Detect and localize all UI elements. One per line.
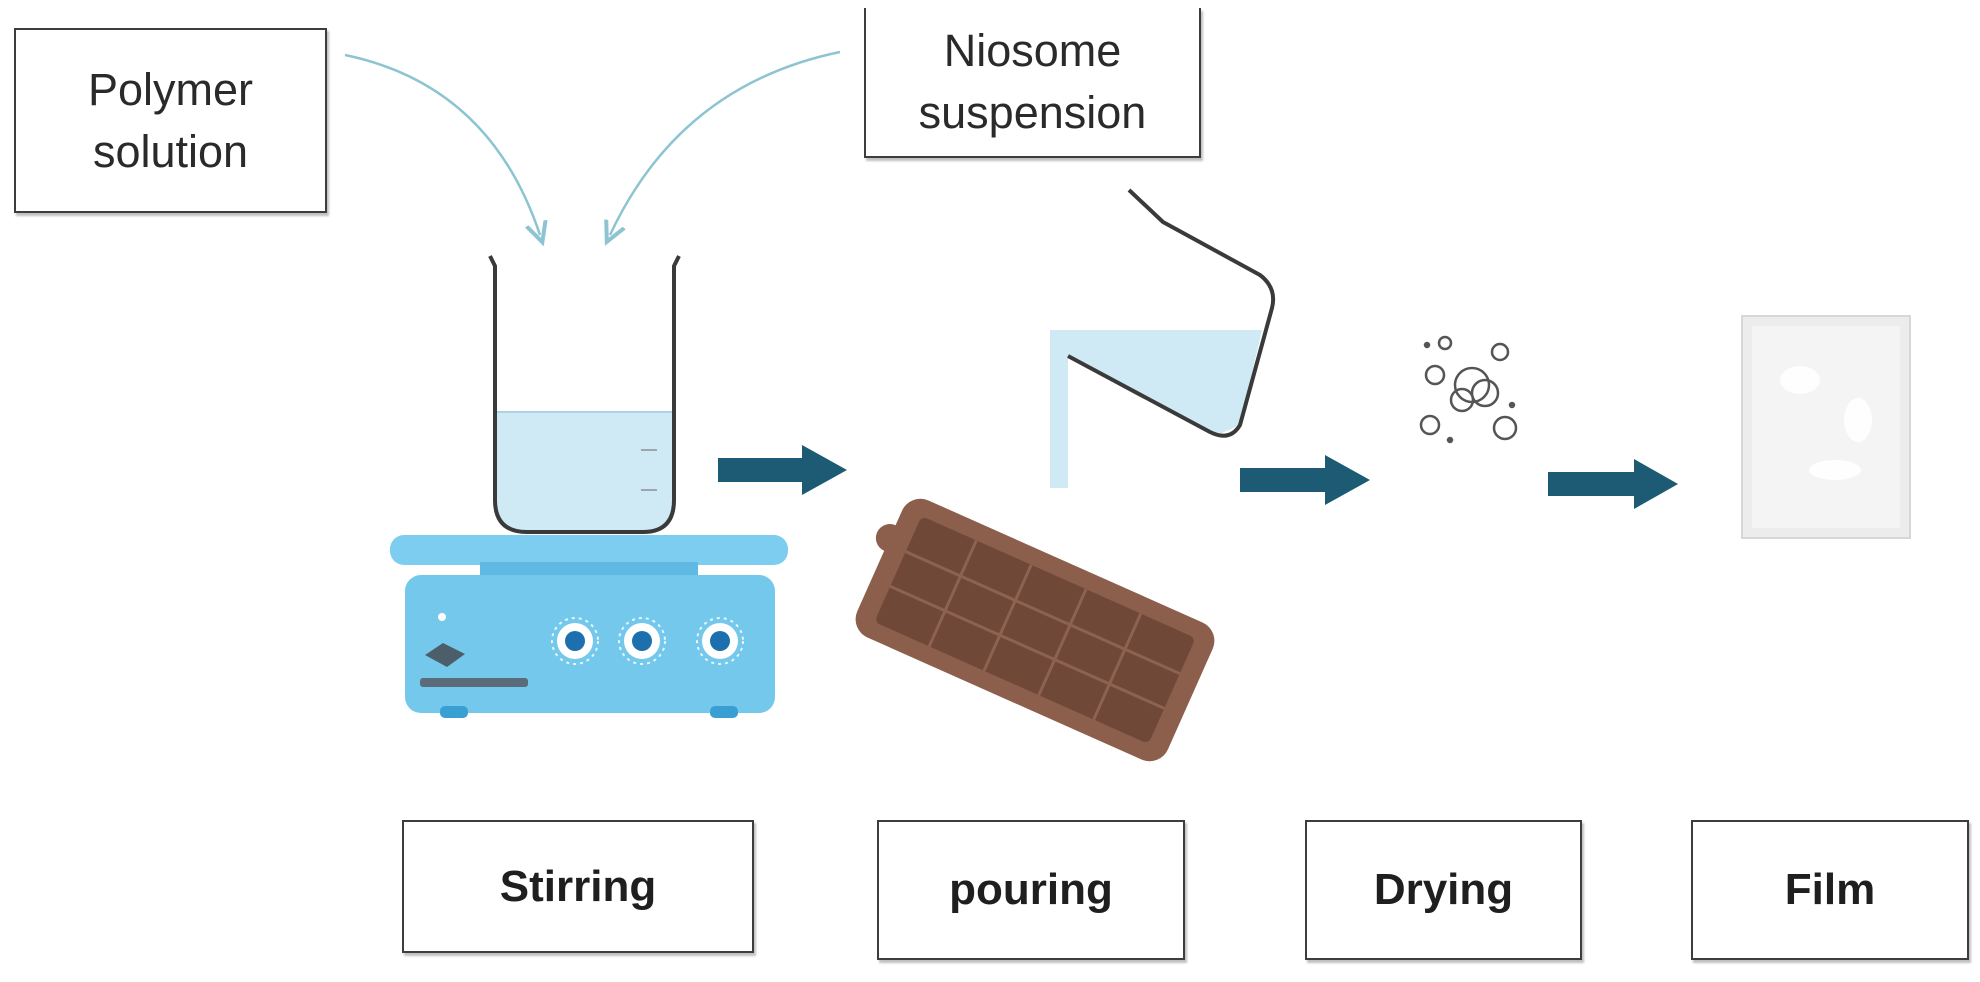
silicone-mold-icon (855, 498, 1215, 762)
niosome-flow-arrow (610, 50, 841, 235)
magnetic-stirrer-icon (390, 535, 788, 718)
process-arrow (1548, 459, 1678, 509)
film-label: Film (1691, 820, 1969, 960)
niosome-suspension-line2: suspension (918, 87, 1147, 138)
film-sheet-icon (1741, 315, 1911, 539)
evaporation-bubbles-icon (1419, 335, 1518, 444)
stirring-label: Stirring (402, 820, 754, 953)
process-arrow (1240, 455, 1370, 505)
polymer-solution-line2: solution (92, 125, 249, 177)
polymer-solution-line1: Polymer (87, 63, 254, 115)
beaker-icon (488, 255, 681, 534)
drying-label: Drying (1305, 820, 1582, 960)
niosome-suspension-line1: Niosome (943, 25, 1122, 76)
pouring-beaker-icon (1050, 188, 1276, 488)
pouring-label: pouring (877, 820, 1185, 960)
process-arrow (718, 445, 847, 495)
polymer-solution-box: Polymer solution (14, 28, 327, 213)
polymer-flow-arrow (344, 53, 540, 235)
niosome-suspension-box: Niosome suspension (864, 8, 1201, 158)
